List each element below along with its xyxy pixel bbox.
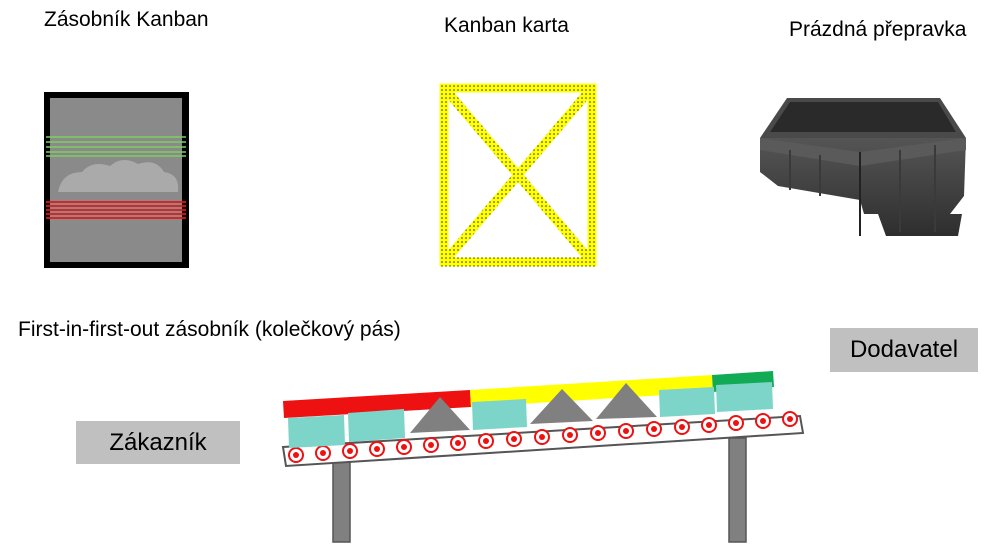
signal-bar-red: [283, 390, 471, 418]
signal-bar-yellow: [470, 375, 713, 407]
item-triangle: [410, 397, 470, 433]
kanban-bin-icon: [44, 92, 189, 268]
kanban-bin-label: Zásobník Kanban: [44, 8, 209, 31]
kanban-card-icon: [439, 83, 597, 267]
empty-crate-label: Prázdná přepravka: [789, 18, 967, 41]
item-crate: [716, 382, 773, 412]
item-crate: [659, 387, 715, 417]
kanban-card-label: Kanban karta: [444, 14, 569, 37]
rack-leg-right: [728, 437, 747, 543]
rollers: [288, 411, 798, 463]
item-crate: [472, 399, 527, 430]
item-crate: [288, 415, 345, 448]
item-crate: [348, 409, 405, 442]
item-triangle: [530, 389, 593, 424]
customer-box: Zákazník: [76, 421, 240, 464]
rack-leg-left: [332, 461, 351, 543]
fifo-rack: [281, 371, 805, 543]
item-triangle: [596, 383, 657, 419]
fifo-rack-label: First-in-first-out zásobník (kolečkový p…: [18, 318, 401, 341]
empty-crate-icon: [760, 98, 966, 236]
supplier-box: Dodavatel: [830, 328, 978, 372]
